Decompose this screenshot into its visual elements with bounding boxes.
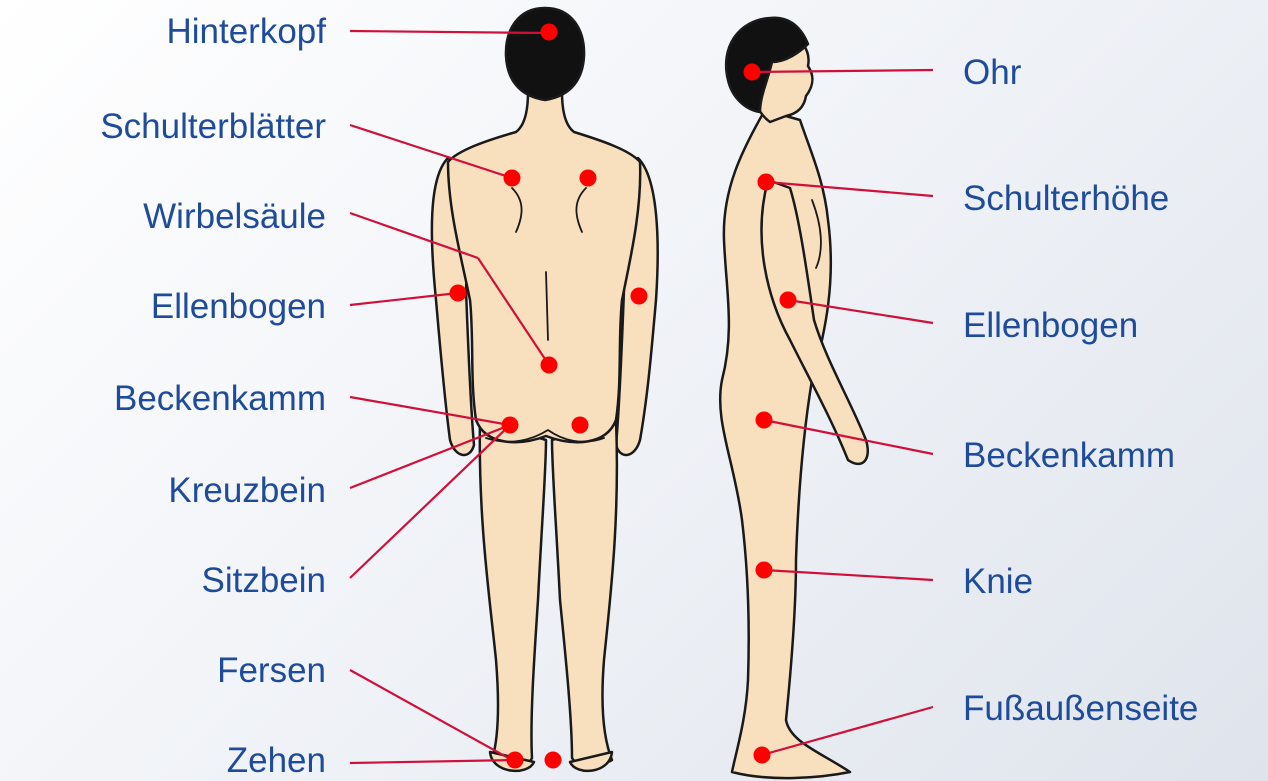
marker-ellenbogen-back-right (631, 288, 648, 305)
label-hinterkopf: Hinterkopf (166, 12, 326, 51)
marker-wirbelsaeule (541, 357, 558, 374)
label-schulterhoehe: Schulterhöhe (963, 179, 1169, 218)
left-labels: Hinterkopf Schulterblätter Wirbelsäule E… (100, 12, 326, 780)
label-ellenbogen-side: Ellenbogen (963, 306, 1138, 345)
label-zehen: Zehen (227, 741, 326, 780)
label-ohr: Ohr (963, 53, 1022, 92)
marker-ohr (744, 64, 761, 81)
connector-zehen (350, 760, 515, 763)
marker-beckenkamm-back-right (572, 417, 589, 434)
marker-schulterblatt-left (504, 170, 521, 187)
marker-schulterhoehe (758, 174, 775, 191)
label-wirbelsaeule: Wirbelsäule (143, 197, 326, 236)
label-ellenbogen-back: Ellenbogen (151, 287, 326, 326)
back-right-leg (552, 420, 617, 766)
label-fussaussenseite: Fußaußenseite (963, 689, 1198, 728)
marker-beckenkamm-back-left (502, 417, 519, 434)
human-side-view-icon (720, 18, 868, 778)
marker-hinterkopf (541, 24, 558, 41)
label-schulterblaetter: Schulterblätter (100, 107, 326, 146)
label-beckenkamm-back: Beckenkamm (114, 379, 326, 418)
label-sitzbein: Sitzbein (201, 561, 326, 600)
label-beckenkamm-side: Beckenkamm (963, 436, 1175, 475)
back-left-leg (480, 420, 546, 766)
marker-fussaussenseite (754, 747, 771, 764)
marker-zehen (507, 752, 524, 769)
back-torso (448, 92, 640, 442)
label-fersen: Fersen (217, 651, 326, 690)
marker-ellenbogen-back-left (450, 285, 467, 302)
marker-fersen (545, 752, 562, 769)
label-kreuzbein: Kreuzbein (168, 471, 326, 510)
marker-beckenkamm-side (756, 412, 773, 429)
marker-schulterblatt-right (580, 170, 597, 187)
marker-ellenbogen-side (780, 292, 797, 309)
back-head-hair (506, 8, 584, 100)
marker-knie (756, 562, 773, 579)
human-back-view-icon (432, 8, 658, 771)
right-labels: Ohr Schulterhöhe Ellenbogen Beckenkamm K… (963, 53, 1198, 728)
label-knie: Knie (963, 562, 1033, 601)
connector-fersen (350, 670, 512, 760)
